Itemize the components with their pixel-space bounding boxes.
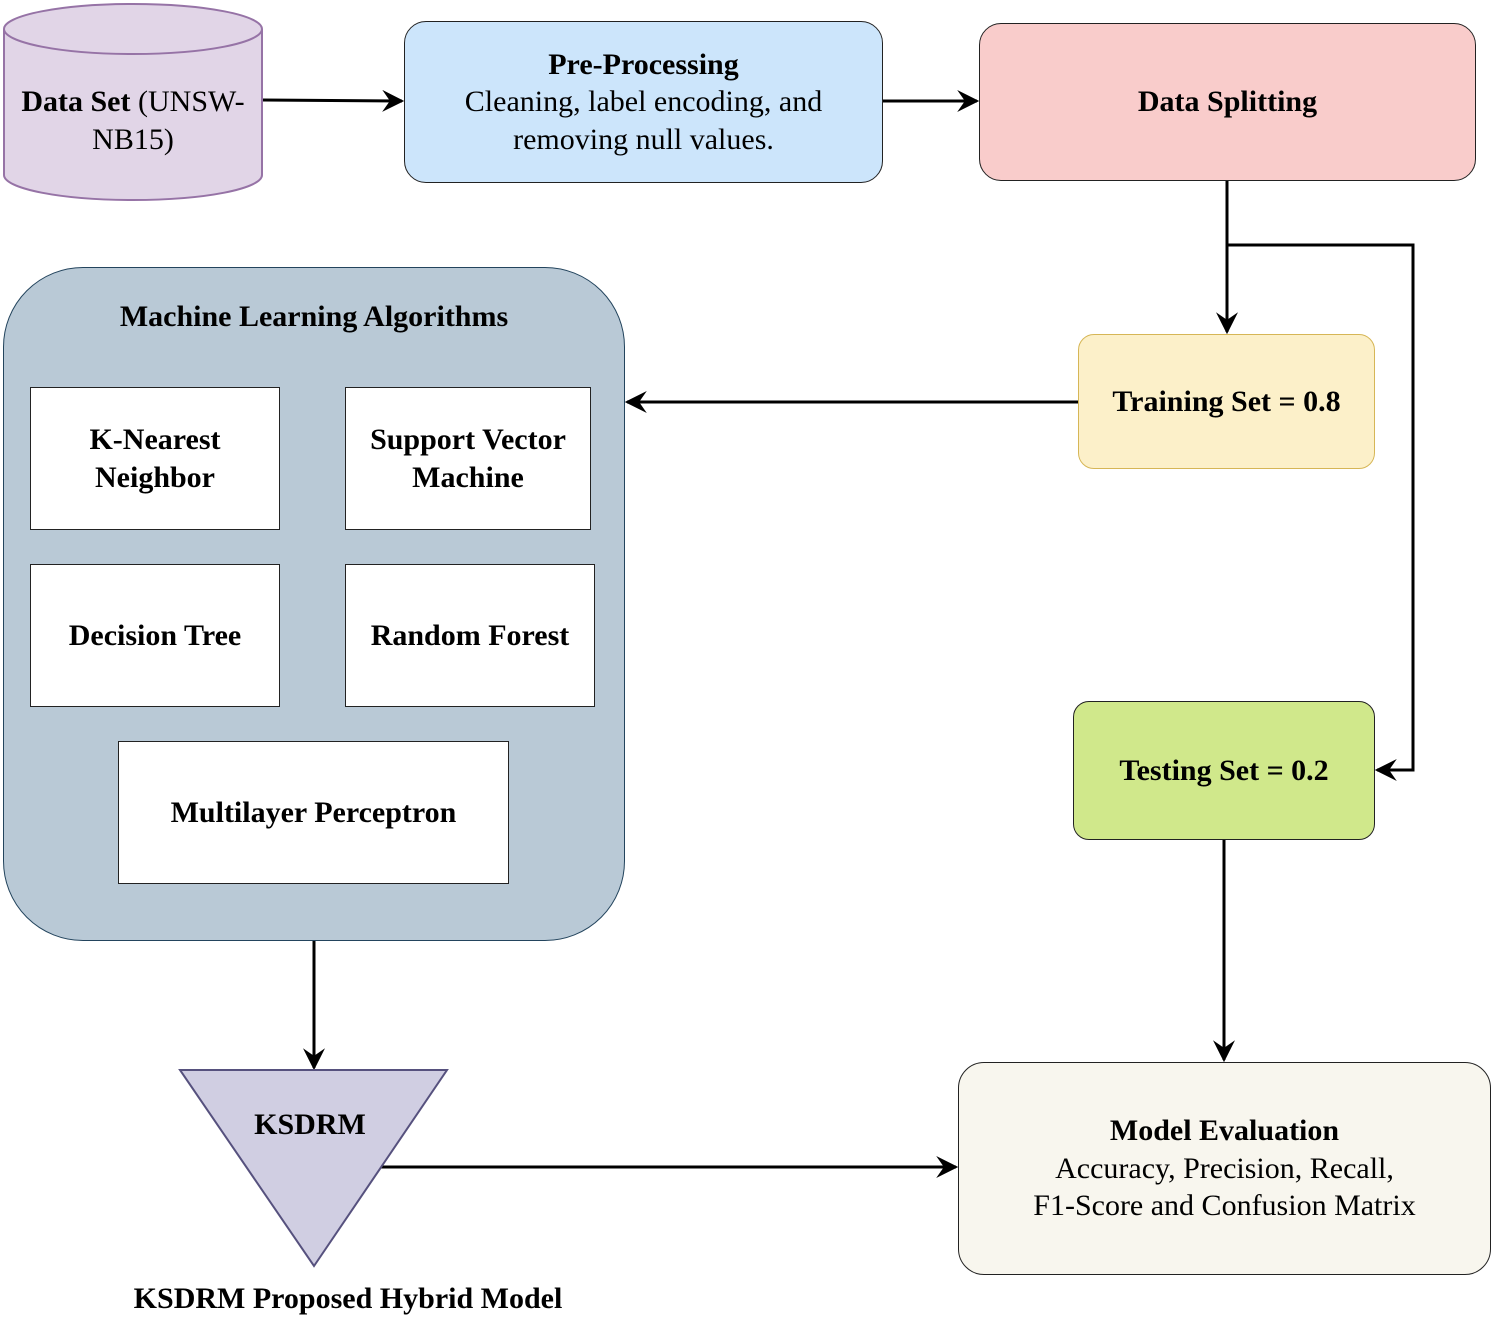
ml-algorithms-title: Machine Learning Algorithms bbox=[119, 300, 509, 333]
model-evaluation-title: Model Evaluation bbox=[1109, 1114, 1340, 1148]
decision-tree-box: Decision Tree bbox=[30, 564, 280, 707]
training-set-box: Training Set = 0.8 bbox=[1078, 334, 1375, 469]
database-icon bbox=[3, 3, 263, 201]
preprocessing-title: Pre-Processing bbox=[548, 47, 739, 81]
dataset-label: Data Set (UNSW- NB15) bbox=[3, 83, 263, 159]
edge-dataset-to-preprocessing bbox=[262, 89, 405, 112]
dataset-title-bold: Data Set bbox=[21, 85, 131, 118]
svm-box: Support Vector Machine bbox=[345, 387, 591, 530]
preprocessing-line1: Cleaning, label encoding, and bbox=[464, 85, 823, 119]
preprocessing-line2: removing null values. bbox=[513, 122, 774, 156]
preprocessing-box: Pre-Processing Cleaning, label encoding,… bbox=[404, 21, 883, 183]
model-evaluation-line2: F1-Score and Confusion Matrix bbox=[1033, 1189, 1416, 1223]
knn-line2: Neighbor bbox=[95, 460, 215, 494]
ksdrm-caption: KSDRM Proposed Hybrid Model bbox=[133, 1282, 563, 1315]
decision-tree-label: Decision Tree bbox=[68, 618, 242, 652]
knn-line1: K-Nearest bbox=[89, 423, 221, 456]
testing-set-box: Testing Set = 0.2 bbox=[1073, 701, 1375, 840]
ksdrm-label: KSDRM bbox=[254, 1108, 366, 1141]
ksdrm-triangle bbox=[178, 1069, 449, 1268]
edge-splitting-to-testing bbox=[1227, 243, 1415, 781]
training-set-label: Training Set = 0.8 bbox=[1112, 384, 1341, 418]
knn-box: K-Nearest Neighbor bbox=[30, 387, 280, 530]
random-forest-box: Random Forest bbox=[345, 564, 595, 707]
random-forest-label: Random Forest bbox=[370, 618, 570, 652]
data-splitting-box: Data Splitting bbox=[979, 23, 1476, 181]
dataset-cylinder: Data Set (UNSW- NB15) bbox=[3, 3, 263, 201]
dataset-title-rest: (UNSW- bbox=[130, 85, 245, 118]
data-splitting-title: Data Splitting bbox=[1137, 85, 1318, 119]
svm-line2: Machine bbox=[412, 460, 524, 494]
mlp-box: Multilayer Perceptron bbox=[118, 741, 509, 884]
svm-line1: Support Vector bbox=[370, 423, 566, 456]
model-evaluation-line1: Accuracy, Precision, Recall, bbox=[1055, 1151, 1394, 1185]
dataset-title-line2: NB15) bbox=[92, 123, 174, 157]
model-evaluation-box: Model Evaluation Accuracy, Precision, Re… bbox=[958, 1062, 1491, 1275]
mlp-label: Multilayer Perceptron bbox=[170, 795, 457, 829]
testing-set-label: Testing Set = 0.2 bbox=[1119, 753, 1329, 787]
